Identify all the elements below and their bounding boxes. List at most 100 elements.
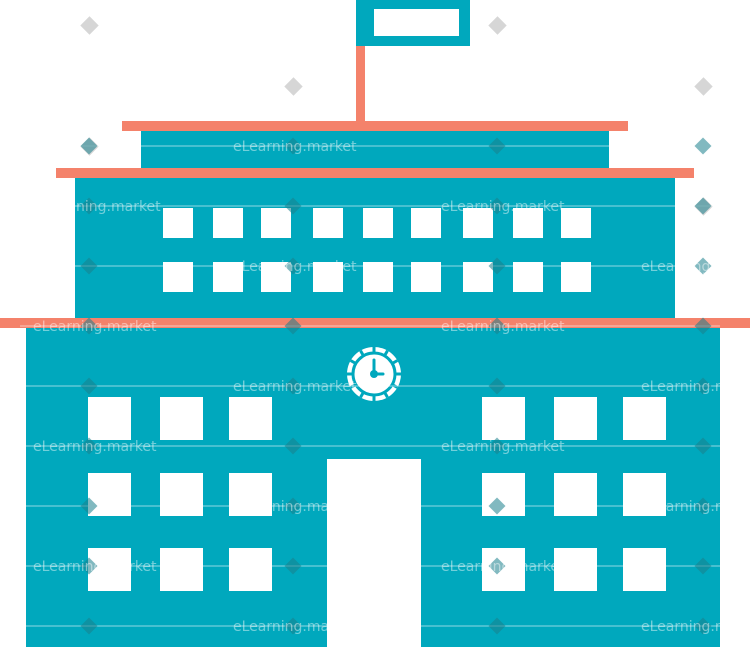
window (88, 397, 131, 440)
watermark-diamond (488, 137, 506, 155)
window (554, 548, 597, 591)
watermark-diamond (80, 617, 98, 635)
watermark-label: eLearning.market (641, 499, 750, 515)
watermark-diamond (694, 377, 712, 395)
window (160, 473, 203, 516)
window (261, 208, 291, 238)
watermark-diamond (694, 257, 712, 275)
diamond-mark (488, 16, 507, 35)
window (482, 397, 525, 440)
clock-tick (359, 391, 365, 399)
middle-roof-trim (56, 168, 694, 178)
top-roof-trim (122, 121, 628, 131)
watermark-diamond (694, 557, 712, 575)
window (313, 262, 343, 292)
lower-roof-trim (0, 318, 750, 328)
watermark-diamond (284, 137, 302, 155)
watermark-diamond (80, 557, 98, 575)
clock-tick (383, 391, 389, 399)
watermark-diamond (488, 557, 506, 575)
watermark-diamond (80, 317, 98, 335)
watermark-diamond (488, 197, 506, 215)
watermark-label: ning.market (76, 199, 161, 215)
watermark-label: eLearning.market (641, 619, 750, 635)
window (229, 473, 272, 516)
clock-icon (347, 347, 401, 401)
watermark-diamond (488, 257, 506, 275)
watermark-label: eLearning.market (441, 559, 565, 575)
watermark-diamond (284, 437, 302, 455)
watermark-diamond (80, 437, 98, 455)
watermark-label: eLearning.market (441, 199, 565, 215)
middle-wall (75, 178, 675, 320)
clock-tick (349, 383, 357, 389)
window (213, 208, 243, 238)
clock-ticks (347, 347, 401, 401)
flag (356, 0, 470, 126)
window (513, 262, 543, 292)
watermark-diamond (488, 317, 506, 335)
clock-tick (391, 383, 399, 389)
watermark-diamond (284, 497, 302, 515)
window (88, 548, 131, 591)
window (213, 262, 243, 292)
watermark-diamond (488, 437, 506, 455)
bottom-tier (26, 328, 720, 647)
clock-tick (349, 359, 357, 365)
watermark-diamond (80, 257, 98, 275)
watermark-diamond (80, 377, 98, 395)
watermark-diamond (694, 617, 712, 635)
window (163, 262, 193, 292)
watermark-labels: eLearning.market ning.market eLearning.m… (33, 139, 750, 635)
window (561, 262, 591, 292)
entrance-door (327, 459, 421, 647)
watermark-diamond (284, 557, 302, 575)
flag-panel (374, 9, 459, 36)
watermark-label: eLearning.market (33, 319, 157, 335)
watermark-label: eLearning.market (441, 439, 565, 455)
diamond-mark (284, 77, 303, 96)
window (561, 208, 591, 238)
window (482, 548, 525, 591)
window (160, 548, 203, 591)
watermark-diamond (694, 137, 712, 155)
clock-tick (383, 349, 389, 357)
window (88, 473, 131, 516)
flag-pole (356, 40, 365, 126)
watermark-label: eLearning.market (233, 259, 357, 275)
window (363, 262, 393, 292)
window (463, 208, 493, 238)
watermark-label: eLearning.market (233, 619, 357, 635)
watermark-diamond (80, 197, 98, 215)
lower-windows (88, 397, 666, 591)
diamond-mark (694, 77, 713, 96)
window (229, 397, 272, 440)
watermark-diamond (284, 197, 302, 215)
window (463, 262, 493, 292)
watermark-label: eLearning.market (33, 439, 157, 455)
window (229, 548, 272, 591)
window (554, 397, 597, 440)
window (160, 397, 203, 440)
window (313, 208, 343, 238)
window (363, 208, 393, 238)
window (163, 208, 193, 238)
watermark-label: eLearning.market (641, 379, 750, 395)
window (623, 397, 666, 440)
clock-tick (391, 359, 399, 365)
window (482, 473, 525, 516)
watermark-label: eLearning.market (233, 139, 357, 155)
watermark-diamond (284, 257, 302, 275)
watermark-label: eLearning.market (641, 259, 750, 275)
watermark-diamond (694, 437, 712, 455)
watermark-diamond (284, 377, 302, 395)
window (554, 473, 597, 516)
watermark-diamond (284, 317, 302, 335)
watermark-label: eLearning.market (233, 379, 357, 395)
watermark-diamond (80, 137, 98, 155)
watermark-diamond (488, 377, 506, 395)
middle-tier (0, 178, 750, 328)
watermark-lines (20, 145, 720, 627)
window (623, 473, 666, 516)
